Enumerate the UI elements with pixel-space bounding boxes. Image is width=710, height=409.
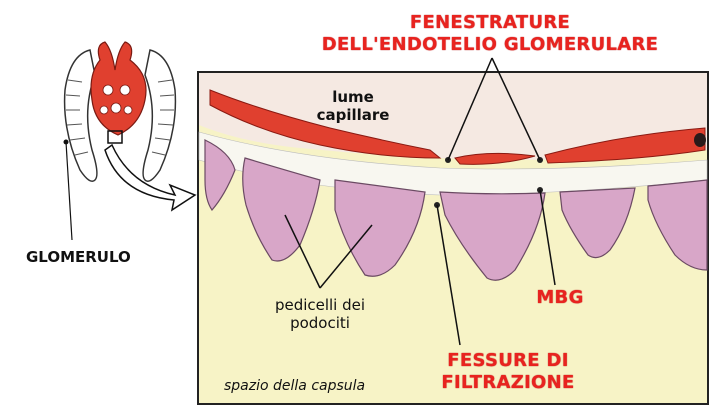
fenestrature-title: FENESTRATURE DELL'ENDOTELIO GLOMERULARE	[320, 12, 660, 56]
fessure-title: FESSURE DI FILTRAZIONE	[418, 350, 598, 394]
fessure-line2: FILTRAZIONE	[418, 372, 598, 394]
endothelial-nucleus	[694, 133, 706, 147]
glomerulo-pointer	[66, 142, 72, 240]
pedicelli-line1: pedicelli dei	[250, 296, 390, 314]
pedicelli-line2: podociti	[250, 314, 390, 332]
glomerulo-label: GLOMERULO	[26, 248, 131, 266]
fessure-line1: FESSURE DI	[418, 350, 598, 372]
lume-line2: capillare	[308, 106, 398, 124]
lume-capillare-label: lume capillare	[308, 88, 398, 124]
pedicelli-label: pedicelli dei podociti	[250, 296, 390, 332]
glomerulus-illustration	[64, 42, 196, 240]
lume-line1: lume	[308, 88, 398, 106]
spazio-capsula-label: spazio della capsula	[224, 378, 365, 394]
fenestrature-line2: DELL'ENDOTELIO GLOMERULARE	[320, 34, 660, 56]
capillary-tuft	[91, 42, 146, 135]
mbg-label: MBG	[530, 287, 590, 309]
fenestrature-line1: FENESTRATURE	[320, 12, 660, 34]
